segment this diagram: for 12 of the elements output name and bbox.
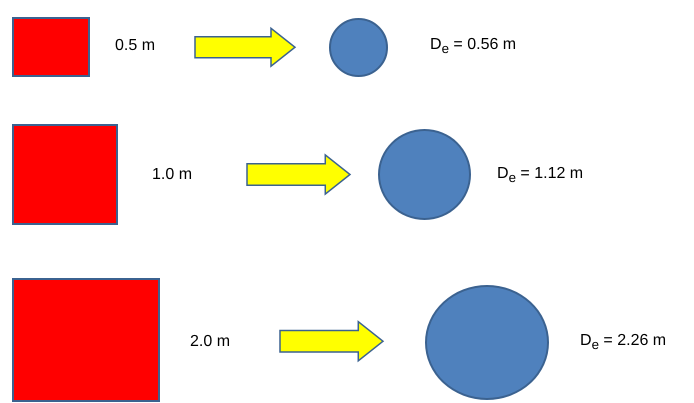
square-shape — [12, 17, 90, 77]
side-length-label: 0.5 m — [115, 37, 156, 55]
block-arrow — [194, 26, 296, 68]
side-length-label: 1.0 m — [152, 166, 192, 184]
block-arrow — [279, 320, 384, 362]
block-arrow — [246, 153, 352, 196]
diameter-label: D$_{e}$ = 2.26 m — [580, 332, 666, 352]
square-shape — [12, 124, 118, 225]
side-length-label: 2.0 m — [190, 333, 230, 351]
diameter-label: D$_{e}$ = 0.56 m — [430, 36, 516, 56]
diameter-label: D$_{e}$ = 1.12 m — [497, 164, 584, 186]
square-shape — [12, 278, 160, 402]
